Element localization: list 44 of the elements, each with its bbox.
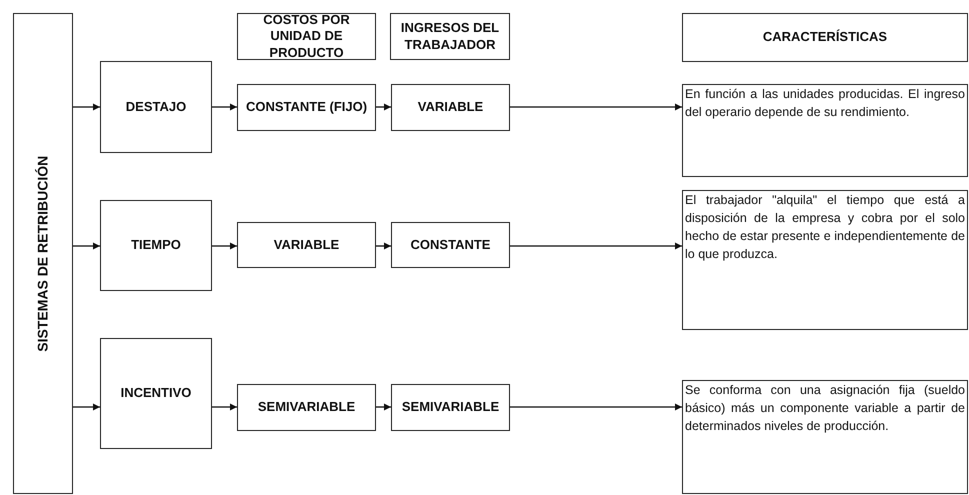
description-text: En función a las unidades producidas. El ingreso del operario depende de su rendimiento.	[684, 86, 966, 121]
column-header-box	[237, 13, 376, 60]
arrow	[510, 404, 682, 410]
column-header-box	[390, 13, 510, 60]
description-box	[682, 84, 968, 177]
arrow	[376, 404, 391, 410]
category-box	[13, 13, 73, 494]
arrow	[73, 404, 100, 410]
arrow	[212, 404, 237, 410]
description-text: Se conforma con una asignación fija (sueldo básico) más un componente variable a partir de determinados niveles de producción.	[684, 382, 966, 435]
node-label: SEMIVARIABLE	[402, 399, 500, 416]
column-header: INGRESOS DEL TRABAJADOR	[400, 20, 500, 53]
process-box	[391, 222, 510, 268]
arrow	[510, 242, 682, 250]
column-header-box	[682, 13, 968, 62]
arrow	[376, 104, 391, 110]
column-header: CARACTERÍSTICAS	[762, 29, 888, 46]
process-box	[391, 384, 510, 431]
node-label: VARIABLE	[418, 99, 484, 116]
process-box	[237, 84, 376, 131]
process-box	[100, 200, 212, 291]
process-box	[100, 61, 212, 153]
arrow	[212, 104, 237, 110]
node-label: VARIABLE	[274, 236, 340, 254]
node-label: INCENTIVO	[120, 385, 192, 402]
node-label: CONSTANTE	[410, 236, 490, 254]
process-box	[237, 384, 376, 431]
description-text: El trabajador "alquila" el tiempo que está a disposición de la empresa y cobra por el solo hecho de estar presente e independientemente de lo que produzca.	[684, 192, 966, 263]
node-label: CONSTANTE (FIJO)	[246, 99, 368, 116]
description-box	[682, 380, 968, 494]
arrow	[212, 242, 237, 250]
description-box	[682, 190, 968, 330]
column-header: COSTOS POR UNIDAD DE PRODUCTO	[262, 12, 351, 61]
process-box	[100, 338, 212, 449]
node-label: TIEMPO	[131, 237, 181, 254]
process-box	[237, 222, 376, 268]
arrow	[73, 242, 100, 250]
node-label: DESTAJO	[126, 98, 186, 116]
node-label: SEMIVARIABLE	[258, 399, 356, 416]
arrow	[510, 104, 682, 110]
process-box	[391, 84, 510, 131]
category-label: SISTEMAS DE RETRIBUCIÓN	[34, 156, 52, 352]
arrow	[73, 104, 100, 110]
arrow	[376, 242, 391, 250]
